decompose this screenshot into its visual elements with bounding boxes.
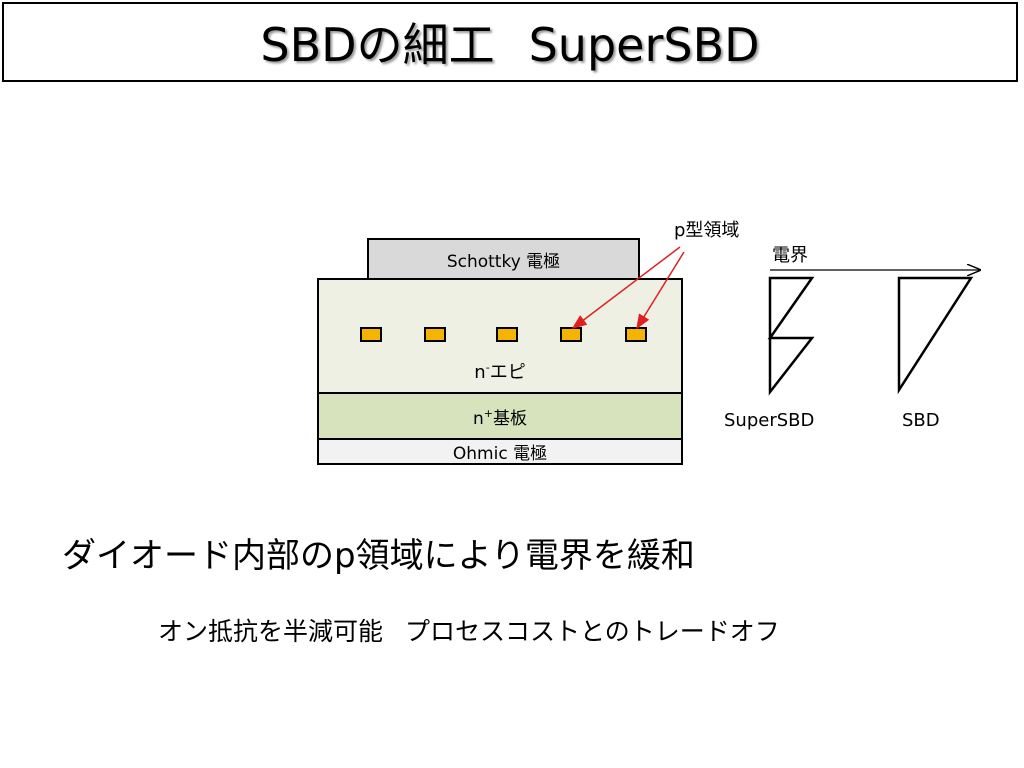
sbd-label: SBD xyxy=(902,410,940,431)
epi-label: n-エピ xyxy=(474,361,526,383)
p-region-label: p型領域 xyxy=(674,220,740,241)
substrate-label: n+基板 xyxy=(473,406,527,429)
slide-title: SBDの細工 SuperSBD xyxy=(260,9,759,75)
sbd-field-profile xyxy=(897,276,974,395)
title-part1: SBDの細工 xyxy=(260,18,495,72)
p-region-3 xyxy=(496,327,518,342)
schottky-label: Schottky 電極 xyxy=(446,251,561,272)
supersbd-label: SuperSBD xyxy=(724,410,815,431)
p-region-4 xyxy=(560,327,582,342)
sub-statement-2: プロセスコストとのトレードオフ xyxy=(405,617,780,646)
sub-statement-1: オン抵抗を半減可能 xyxy=(158,617,384,646)
supersbd-field-profile xyxy=(767,276,815,396)
ohmic-electrode: Ohmic 電極 xyxy=(317,438,683,465)
p-region-5 xyxy=(625,327,647,342)
schottky-electrode: Schottky 電極 xyxy=(367,238,640,280)
main-statement: ダイオード内部のp領域により電界を緩和 xyxy=(62,536,695,576)
ohmic-label: Ohmic 電極 xyxy=(452,444,548,464)
field-axis-label: 電界 xyxy=(772,245,808,266)
sub-statement: オン抵抗を半減可能プロセスコストとのトレードオフ xyxy=(158,612,780,648)
arrow-to-p-region-5 xyxy=(636,251,685,330)
title-part2: SuperSBD xyxy=(528,18,760,72)
p-region-1 xyxy=(360,327,382,342)
p-region-2 xyxy=(424,327,446,342)
n-plus-substrate: n+基板 xyxy=(317,392,683,440)
title-box: SBDの細工 SuperSBD xyxy=(2,2,1018,82)
arrow-to-p-region-4 xyxy=(571,246,681,329)
